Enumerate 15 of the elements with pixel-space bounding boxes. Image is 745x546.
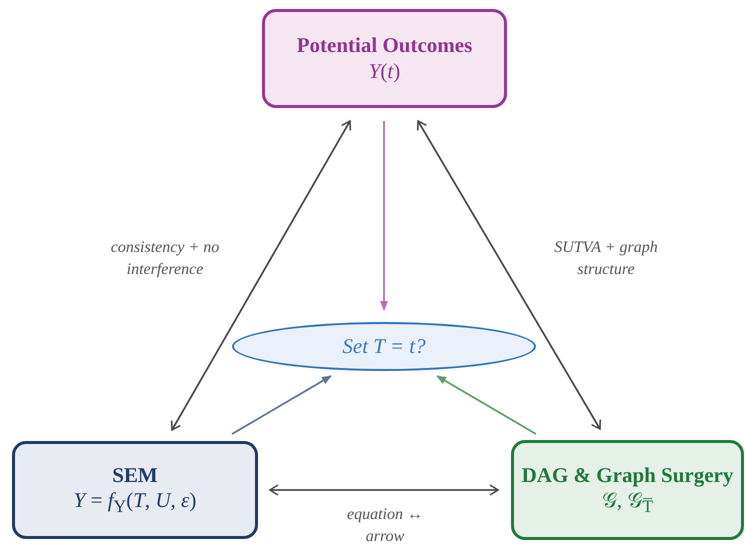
- arrow: [380, 121, 388, 311]
- node-label: Set T = t?: [342, 334, 426, 360]
- math-formula: Y(t): [368, 58, 400, 84]
- arrow: [232, 375, 332, 435]
- math-formula: 𝒢, 𝒢$_{T̅}$: [602, 488, 654, 518]
- arrow: [170, 120, 352, 431]
- node-title: DAG & Graph Surgery: [522, 462, 734, 488]
- concept-box: [12, 441, 258, 539]
- math-formula: Y = f$_{Y}$(T, U, ε): [74, 488, 196, 518]
- arrow: [269, 484, 499, 496]
- arrow: [416, 120, 602, 430]
- concept-box: [262, 9, 507, 108]
- node-title: Potential Outcomes: [296, 33, 472, 58]
- node-title: SEM: [112, 462, 158, 488]
- concept-box: [511, 440, 744, 540]
